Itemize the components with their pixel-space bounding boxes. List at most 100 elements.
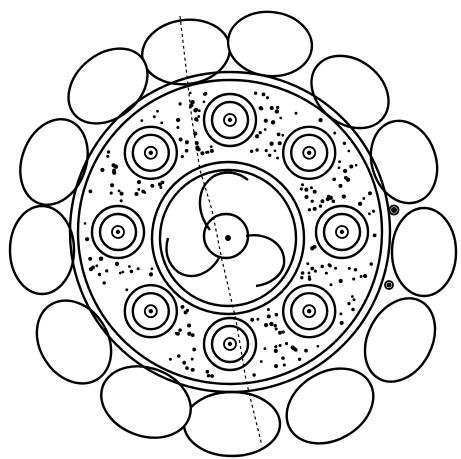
- stipple-dot: [308, 272, 311, 275]
- stipple-dot: [262, 93, 266, 97]
- stipple-dot: [281, 134, 284, 137]
- central-arm: [246, 235, 284, 286]
- stipple-dot: [317, 345, 320, 348]
- stipple-dot: [254, 92, 257, 95]
- stipple-dot: [118, 189, 121, 192]
- stipple-dot: [267, 314, 271, 318]
- stipple-dot: [187, 332, 191, 336]
- stipple-dot: [264, 128, 267, 131]
- stipple-dot: [207, 374, 210, 377]
- stipple-dot: [363, 274, 367, 278]
- cytoplasm-stipple: [84, 92, 377, 378]
- stipple-dot: [295, 112, 298, 115]
- stipple-dot: [156, 110, 159, 113]
- stipple-dot: [203, 100, 206, 103]
- stipple-dot: [320, 265, 324, 269]
- stipple-dot: [267, 308, 270, 311]
- stipple-dot: [186, 309, 189, 312]
- stipple-dot: [260, 360, 263, 363]
- stipple-dot: [301, 183, 304, 186]
- stipple-dot: [277, 133, 281, 137]
- stipple-dot: [250, 318, 254, 322]
- stipple-dot: [125, 288, 128, 291]
- stipple-dot: [310, 246, 314, 250]
- outer-cell: [392, 208, 456, 296]
- stipple-dot: [304, 188, 308, 192]
- stipple-dot: [368, 212, 371, 215]
- stipple-dot: [298, 358, 301, 361]
- stipple-dot: [271, 120, 275, 124]
- stipple-dot: [369, 262, 373, 266]
- stipple-dot: [300, 276, 303, 279]
- stipple-dot: [318, 118, 322, 122]
- stipple-dot: [339, 312, 342, 315]
- stipple-dot: [134, 192, 138, 196]
- stipple-dot: [107, 150, 110, 153]
- stipple-dot: [342, 195, 346, 199]
- organelle-ring: [92, 94, 368, 370]
- stipple-dot: [301, 271, 305, 275]
- stipple-dot: [105, 269, 108, 272]
- stipple-dot: [89, 190, 93, 194]
- stipple-dot: [161, 181, 165, 185]
- stipple-dot: [255, 134, 259, 138]
- stipple-dot: [310, 267, 314, 271]
- outer-cell: [184, 392, 280, 456]
- stipple-dot: [210, 149, 214, 153]
- stipple-dot: [84, 222, 87, 225]
- stipple-dot: [269, 142, 273, 146]
- stipple-dot: [256, 318, 259, 321]
- stipple-dot: [193, 108, 197, 112]
- stipple-dot: [338, 166, 341, 169]
- stipple-dot: [100, 168, 104, 172]
- stipple-dot: [347, 302, 350, 305]
- stipple-dot: [252, 373, 255, 376]
- stipple-dot: [176, 118, 180, 122]
- stipple-dot: [338, 160, 341, 163]
- stipple-dot: [85, 237, 89, 241]
- stipple-dot: [362, 197, 365, 200]
- stipple-dot: [343, 142, 346, 145]
- stipple-dot: [259, 131, 262, 134]
- stipple-dot: [130, 270, 134, 274]
- stipple-dot: [266, 96, 269, 99]
- stipple-dot: [348, 267, 351, 270]
- stipple-dot: [333, 132, 336, 135]
- stipple-dot: [175, 332, 178, 335]
- stipple-dot: [120, 192, 124, 196]
- ring-organelle: [204, 94, 256, 146]
- stipple-dot: [354, 268, 357, 271]
- stipple-dot: [332, 178, 336, 182]
- stipple-dot: [111, 163, 115, 167]
- stipple-dot: [308, 208, 311, 211]
- stipple-dot: [179, 138, 183, 142]
- stipple-dot: [343, 169, 347, 173]
- stipple-dot: [143, 191, 146, 194]
- stipple-dot: [159, 186, 162, 189]
- stipple-dot: [352, 298, 355, 301]
- stipple-dot: [169, 358, 172, 361]
- stipple-dot: [185, 140, 189, 144]
- stipple-dot: [265, 149, 268, 152]
- stipple-dot: [191, 368, 195, 372]
- stipple-dot: [181, 155, 184, 158]
- stipple-dot: [339, 279, 343, 283]
- stipple-dot: [176, 126, 179, 129]
- stipple-dot: [95, 264, 98, 267]
- stipple-dot: [355, 164, 358, 167]
- stipple-dot: [149, 272, 153, 276]
- stipple-dot: [304, 195, 308, 199]
- stipple-dot: [279, 344, 282, 347]
- stipple-dot: [282, 330, 285, 333]
- stipple-dot: [278, 141, 282, 145]
- stipple-dot: [373, 234, 377, 238]
- stipple-dot: [275, 109, 279, 113]
- stipple-dot: [291, 345, 295, 349]
- stipple-dot: [185, 149, 189, 153]
- stipple-dot: [203, 92, 207, 96]
- stipple-dot: [281, 356, 285, 360]
- stipple-dot: [206, 370, 210, 374]
- stipple-dot: [360, 275, 363, 278]
- outer-cell: [225, 8, 315, 80]
- stipple-dot: [351, 308, 354, 311]
